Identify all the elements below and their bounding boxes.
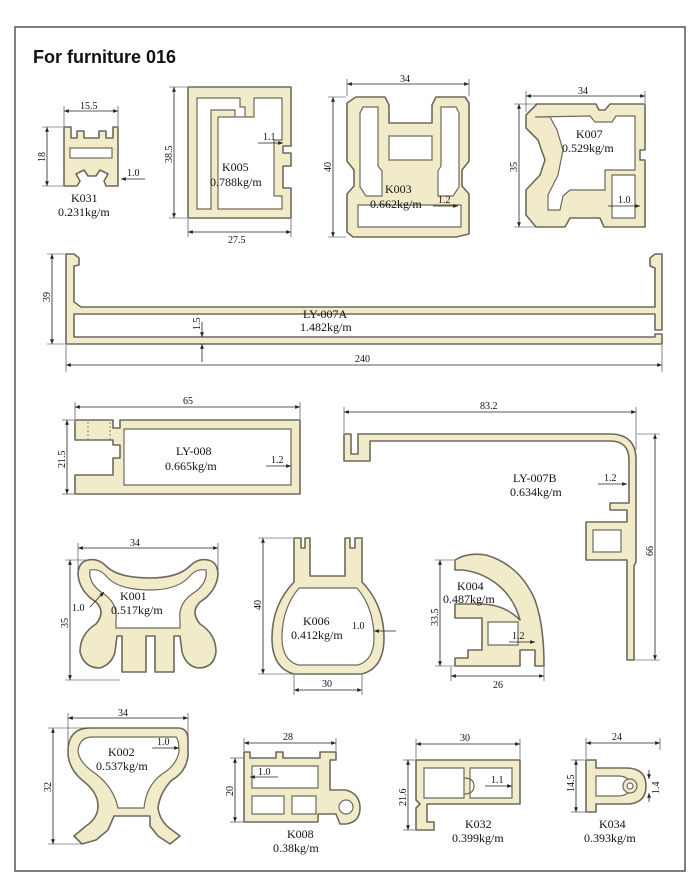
ly007b-width-dim: 83.2 [480, 401, 498, 412]
k034-weight: 0.393kg/m [584, 831, 636, 845]
ly008-width-dim: 65 [183, 396, 193, 407]
k001-weight: 0.517kg/m [111, 603, 163, 617]
profile-k031: 15.5 18 1.0 K031 0.231kg/m [37, 101, 145, 219]
profile-k008: 28 20 1.0 K008 0.38kg/m [225, 732, 361, 855]
profile-ly007b-shape [343, 433, 637, 661]
k003-height-dim: 40 [323, 162, 334, 172]
k034-wall-dim: 1.4 [651, 782, 662, 795]
k007-weight: 0.529kg/m [562, 141, 614, 155]
k006-weight: 0.412kg/m [291, 628, 343, 642]
k002-weight: 0.537kg/m [96, 759, 148, 773]
k032-wall-dim: 1.1 [491, 775, 504, 786]
k032-width-dim: 30 [460, 733, 470, 744]
k006-wall-dim: 1.0 [352, 621, 365, 632]
k001-height-dim: 35 [60, 618, 71, 628]
k032-weight: 0.399kg/m [452, 831, 504, 845]
profile-k032: 30 21.6 1.1 K032 0.399kg/m [398, 733, 521, 845]
k032-height-dim: 21.6 [398, 789, 409, 807]
k004-width-dim: 26 [493, 680, 503, 691]
ly007b-height-dim: 66 [645, 546, 656, 556]
ly007a-width-dim: 240 [355, 354, 370, 365]
k006-width-dim: 30 [322, 679, 332, 690]
k004-wall-dim: 1.2 [512, 631, 525, 642]
k001-code: K001 [120, 589, 147, 603]
k002-height-dim: 32 [43, 782, 54, 792]
k005-wall-dim: 1.1 [263, 132, 276, 143]
k002-width-dim: 34 [118, 708, 128, 719]
k031-height-dim: 18 [37, 152, 48, 162]
ly008-wall-dim: 1.2 [271, 455, 284, 466]
k003-width-dim: 34 [400, 74, 410, 85]
k003-wall-dim: 1.2 [438, 195, 451, 206]
k005-weight: 0.788kg/m [210, 175, 262, 189]
ly007b-code: LY-007B [513, 471, 556, 485]
profile-k034: 24 14.5 1.4 K034 0.393kg/m [566, 732, 662, 845]
k008-code: K008 [287, 827, 314, 841]
ly007a-height-dim: 39 [42, 292, 53, 302]
k002-wall-dim: 1.0 [157, 737, 170, 748]
k005-height-dim: 38.5 [164, 146, 175, 164]
profile-ly008: 65 21.5 1.2 LY-008 0.665kg/m [57, 396, 301, 495]
ly008-height-dim: 21.5 [57, 451, 68, 469]
k034-code: K034 [599, 817, 626, 831]
sheet-title: For furniture 016 [33, 47, 176, 67]
k001-wall-dim: 1.0 [72, 603, 85, 614]
k007-height-dim: 35 [509, 162, 520, 172]
profile-k007: 34 35 1.0 K007 0.529kg/m [509, 86, 646, 228]
profile-k002: 34 32 1.0 K002 0.537kg/m [43, 708, 189, 845]
k007-wall-dim: 1.0 [618, 195, 631, 206]
profile-ly007a: 39 1.5 240 LY-007A 1.482kg/m [42, 253, 663, 372]
k034-height-dim: 14.5 [566, 775, 577, 793]
k006-height-dim: 40 [253, 600, 264, 610]
ly007b-weight: 0.634kg/m [510, 485, 562, 499]
k008-wall-dim: 1.0 [258, 767, 271, 778]
k001-width-dim: 34 [130, 538, 140, 549]
k003-code: K003 [385, 182, 412, 196]
ly008-code: LY-008 [176, 444, 211, 458]
k008-weight: 0.38kg/m [273, 841, 319, 855]
k002-code: K002 [108, 745, 135, 759]
k031-width-dim: 15.5 [80, 101, 98, 112]
profile-ly007b: 83.2 1.2 66 LY-007B 0.634kg/m [343, 401, 660, 661]
k003-weight: 0.662kg/m [370, 197, 422, 211]
ly007a-code: LY-007A [303, 307, 347, 321]
k007-code: K007 [576, 127, 603, 141]
k031-wall-dim: 1.0 [127, 168, 140, 179]
k031-weight: 0.231kg/m [58, 205, 110, 219]
k034-width-dim: 24 [612, 732, 622, 743]
profile-k006: 40 30 1.0 K006 0.412kg/m [253, 537, 396, 695]
profile-k004: 33.5 26 1.2 K004 0.487kg/m [430, 553, 545, 691]
ly007b-wall-dim: 1.2 [604, 473, 617, 484]
k005-code: K005 [222, 160, 249, 174]
k004-height-dim: 33.5 [430, 609, 441, 627]
sheet-frame [14, 26, 686, 872]
k032-code: K032 [465, 817, 492, 831]
k008-width-dim: 28 [283, 732, 293, 743]
k008-height-dim: 20 [225, 786, 236, 796]
profile-k001: 34 35 1.0 K001 0.517kg/m [60, 538, 219, 681]
k005-width-dim: 27.5 [228, 235, 246, 246]
profile-ly007a-shape [65, 253, 663, 345]
ly007a-wall-dim: 1.5 [192, 318, 203, 331]
profile-k004-shape [454, 553, 545, 667]
k004-code: K004 [457, 579, 484, 593]
k007-width-dim: 34 [578, 86, 588, 97]
profile-k005: 38.5 27.5 1.1 K005 0.788kg/m [164, 86, 292, 246]
ly007a-weight: 1.482kg/m [300, 320, 352, 334]
k031-code: K031 [71, 191, 98, 205]
k004-weight: 0.487kg/m [443, 592, 495, 606]
ly008-weight: 0.665kg/m [165, 459, 217, 473]
k006-code: K006 [303, 614, 330, 628]
profile-k003: 34 40 1.2 K003 0.662kg/m [323, 74, 470, 238]
